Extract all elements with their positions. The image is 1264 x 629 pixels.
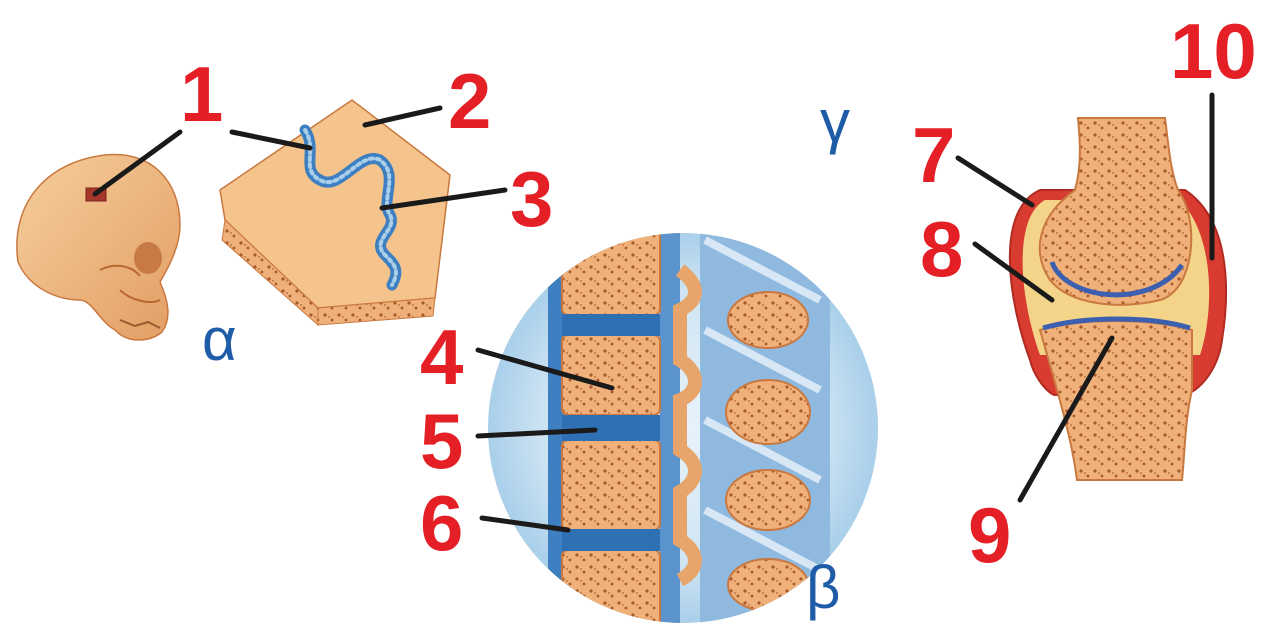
panel-label-beta: β [806, 558, 841, 618]
callout-8: 8 [920, 210, 963, 288]
callout-5: 5 [420, 402, 463, 480]
lower-bone-end [1040, 321, 1192, 480]
callout-1: 1 [180, 55, 223, 133]
callout-4: 4 [420, 318, 463, 396]
suture-bone-fragment [220, 100, 450, 325]
intervertebral-disc [562, 415, 660, 441]
intervertebral-disc [562, 529, 660, 551]
callout-9: 9 [968, 496, 1011, 574]
panel-label-gamma: γ [820, 92, 850, 152]
leader-line-2 [365, 108, 440, 125]
callout-10: 10 [1170, 12, 1257, 90]
skull-illustration [17, 154, 180, 340]
synovial-joint [1010, 118, 1226, 480]
intervertebral-disc [562, 314, 660, 336]
callout-3: 3 [510, 160, 553, 238]
leader-line-7 [958, 158, 1032, 205]
callout-7: 7 [912, 116, 955, 194]
callout-2: 2 [448, 62, 491, 140]
panel-label-alpha: α [202, 310, 237, 370]
callout-6: 6 [420, 484, 463, 562]
